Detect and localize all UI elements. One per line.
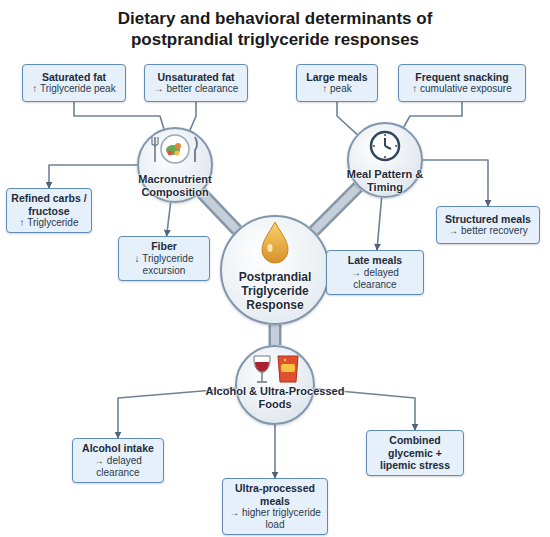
box-heading: Frequent snacking [415,71,508,84]
factor-box: Alcohol intake→ delayed clearance [72,438,164,483]
factor-box: Fiber↓ Triglyceride excursion [118,236,210,281]
factor-box: Unsaturated fat→ better clearance [144,64,248,102]
connector-line [271,325,279,345]
box-heading: Structured meals [445,213,531,226]
box-body: → higher triglyceride load [227,507,323,531]
factor-box: Ultra-processed meals→ higher triglyceri… [222,478,328,535]
box-heading: Refined carbs / fructose [11,192,87,217]
clock-icon [371,132,399,160]
plate-icon [152,135,197,163]
box-heading: Fiber [151,240,177,253]
branch-connector [167,203,171,236]
category-hub: Alcohol & Ultra-Processed Foods [235,345,315,425]
connector-line [404,102,462,127]
box-heading: Combined glycemic + lipemic stress [371,434,459,472]
box-heading: Large meals [306,71,367,84]
connector-line [423,160,488,206]
box-body: → delayed clearance [331,267,419,291]
branch-connector [275,425,276,478]
factor-box: Refined carbs / fructose↑ Triglyceride [6,188,92,233]
connector-line [190,102,196,130]
factor-box: Structured meals→ better recovery [436,206,540,244]
trunk-outline [269,325,282,345]
hub-label: Meal Pattern & Timing [339,168,431,193]
trunk-connector [275,325,276,345]
connector-line [201,193,237,231]
box-heading: Saturated fat [42,71,106,84]
connector-line [314,187,358,231]
branch-connector [190,102,196,130]
branch-connector [404,102,462,127]
box-heading: Ultra-processed meals [227,482,323,507]
wine-glass-icon [254,356,270,382]
box-body: → better clearance [154,83,239,95]
connector-line [167,203,171,236]
hub-label: Macronutrient Composition [120,173,230,198]
factor-box: Large meals↑ peak [296,64,378,102]
category-hub: Macronutrient Composition [137,127,213,203]
box-body: ↑ Triglyceride peak [32,83,115,95]
factor-box: Frequent snacking↑ cumulative exposure [398,64,526,102]
box-body: ↓ Triglyceride excursion [123,253,205,277]
box-heading: Late meals [348,254,402,267]
trunk-connector [314,187,358,231]
box-body: → better recovery [448,225,527,237]
box-body: ↑ Triglyceride [20,217,79,229]
branch-connector [74,102,164,129]
branch-connector [377,198,382,250]
category-hub: Meal Pattern & Timing [347,122,423,198]
connector-line [274,425,276,478]
chips-bag-icon [278,356,298,382]
box-body: → delayed clearance [77,455,159,479]
connector-line [377,198,382,250]
box-body: ↑ peak [322,83,351,95]
central-circle: Postprandial Triglyceride Response [220,215,330,325]
box-body: ↑ cumulative exposure [412,83,512,95]
droplet-icon [262,222,288,263]
connector-line [49,165,137,188]
connector-line [74,102,164,129]
diagram-title: Dietary and behavioral determinants of p… [65,8,485,51]
trunk-outline [201,193,237,231]
factor-box: Late meals→ delayed clearance [326,250,424,295]
hub-label: Alcohol & Ultra-Processed Foods [205,385,345,410]
connector-line [337,102,357,134]
factor-box: Saturated fat↑ Triglyceride peak [22,64,126,102]
factor-box: Combined glycemic + lipemic stress [366,430,464,476]
branch-connector [423,160,488,206]
hub-label: Postprandial Triglyceride Response [225,271,325,312]
branch-connector [337,102,357,134]
box-heading: Alcohol intake [82,442,154,455]
trunk-connector [201,193,237,231]
branch-connector [49,165,137,188]
trunk-outline [314,187,358,231]
box-heading: Unsaturated fat [157,71,234,84]
